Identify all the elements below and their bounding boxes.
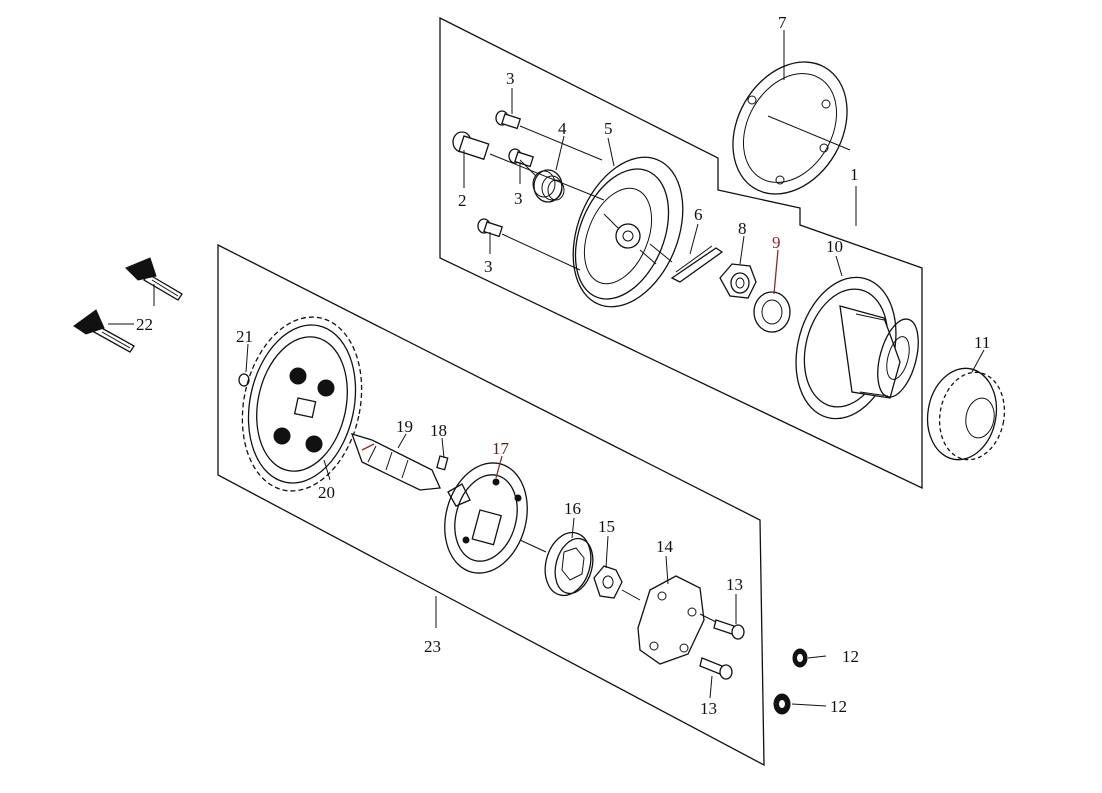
screw-3-middle: [508, 148, 535, 168]
cover-plate-14: [637, 575, 705, 665]
callout-7: 7: [778, 13, 787, 32]
washer-12-lower: [773, 693, 791, 715]
assembly-1-outline: [439, 16, 923, 490]
screw-13-upper: [699, 613, 745, 640]
callout-21: 21: [236, 327, 253, 346]
callout-8: 8: [738, 219, 747, 238]
callout-20: 20: [318, 483, 335, 502]
sprocket-20: [241, 316, 363, 492]
callout-3-middle: 3: [514, 189, 523, 208]
outer-rotor-16: [519, 531, 594, 597]
callout-10: 10: [826, 237, 843, 256]
callout-2: 2: [458, 191, 467, 210]
callout-3-bottom: 3: [484, 257, 493, 276]
callout-13-upper: 13: [726, 575, 743, 594]
inner-rotor-15: [593, 565, 641, 601]
callout-18: 18: [430, 421, 447, 440]
pin-21: [238, 373, 250, 387]
gasket-7: [732, 61, 851, 195]
callout-13-lower: 13: [700, 699, 717, 718]
callout-5: 5: [604, 119, 613, 138]
callout-4: 4: [558, 119, 567, 138]
screw-13-lower: [699, 657, 733, 680]
callout-9: 9: [772, 233, 781, 252]
bolt-22-lower: [73, 309, 135, 353]
washer-9: [753, 291, 791, 333]
screw-3-top: [495, 110, 603, 161]
nut-8: [719, 263, 757, 299]
clip-6: [649, 243, 724, 283]
key-18: [436, 455, 449, 471]
callout-labels: 1 2 3 3 3 4 5 6 7 8 9 10 11 12 12 13 13 …: [136, 13, 990, 718]
callout-19: 19: [396, 417, 413, 436]
pin-2: [452, 131, 605, 201]
callout-6: 6: [694, 205, 703, 224]
callout-22: 22: [136, 315, 153, 334]
callout-3-top: 3: [506, 69, 515, 88]
bolt-22-upper: [125, 257, 183, 301]
callout-15: 15: [598, 517, 615, 536]
clutch-hub-10: [795, 276, 919, 420]
callout-23: 23: [424, 637, 441, 656]
assembly-23-outline: [217, 243, 765, 767]
cover-5: [572, 156, 684, 308]
callout-12-upper: 12: [842, 647, 859, 666]
spring-4: [519, 159, 565, 203]
callout-14: 14: [656, 537, 674, 556]
leader-lines: [108, 30, 985, 707]
gear-11: [926, 367, 1006, 461]
callout-12-lower: 12: [830, 697, 847, 716]
callout-17: 17: [492, 439, 510, 458]
shaft-19: [350, 433, 441, 491]
rotor-housing-17: [444, 462, 528, 574]
callout-1: 1: [850, 165, 859, 184]
washer-12-upper: [792, 648, 808, 668]
callout-16: 16: [564, 499, 581, 518]
callout-11: 11: [974, 333, 990, 352]
screw-3-bottom: [477, 218, 581, 271]
